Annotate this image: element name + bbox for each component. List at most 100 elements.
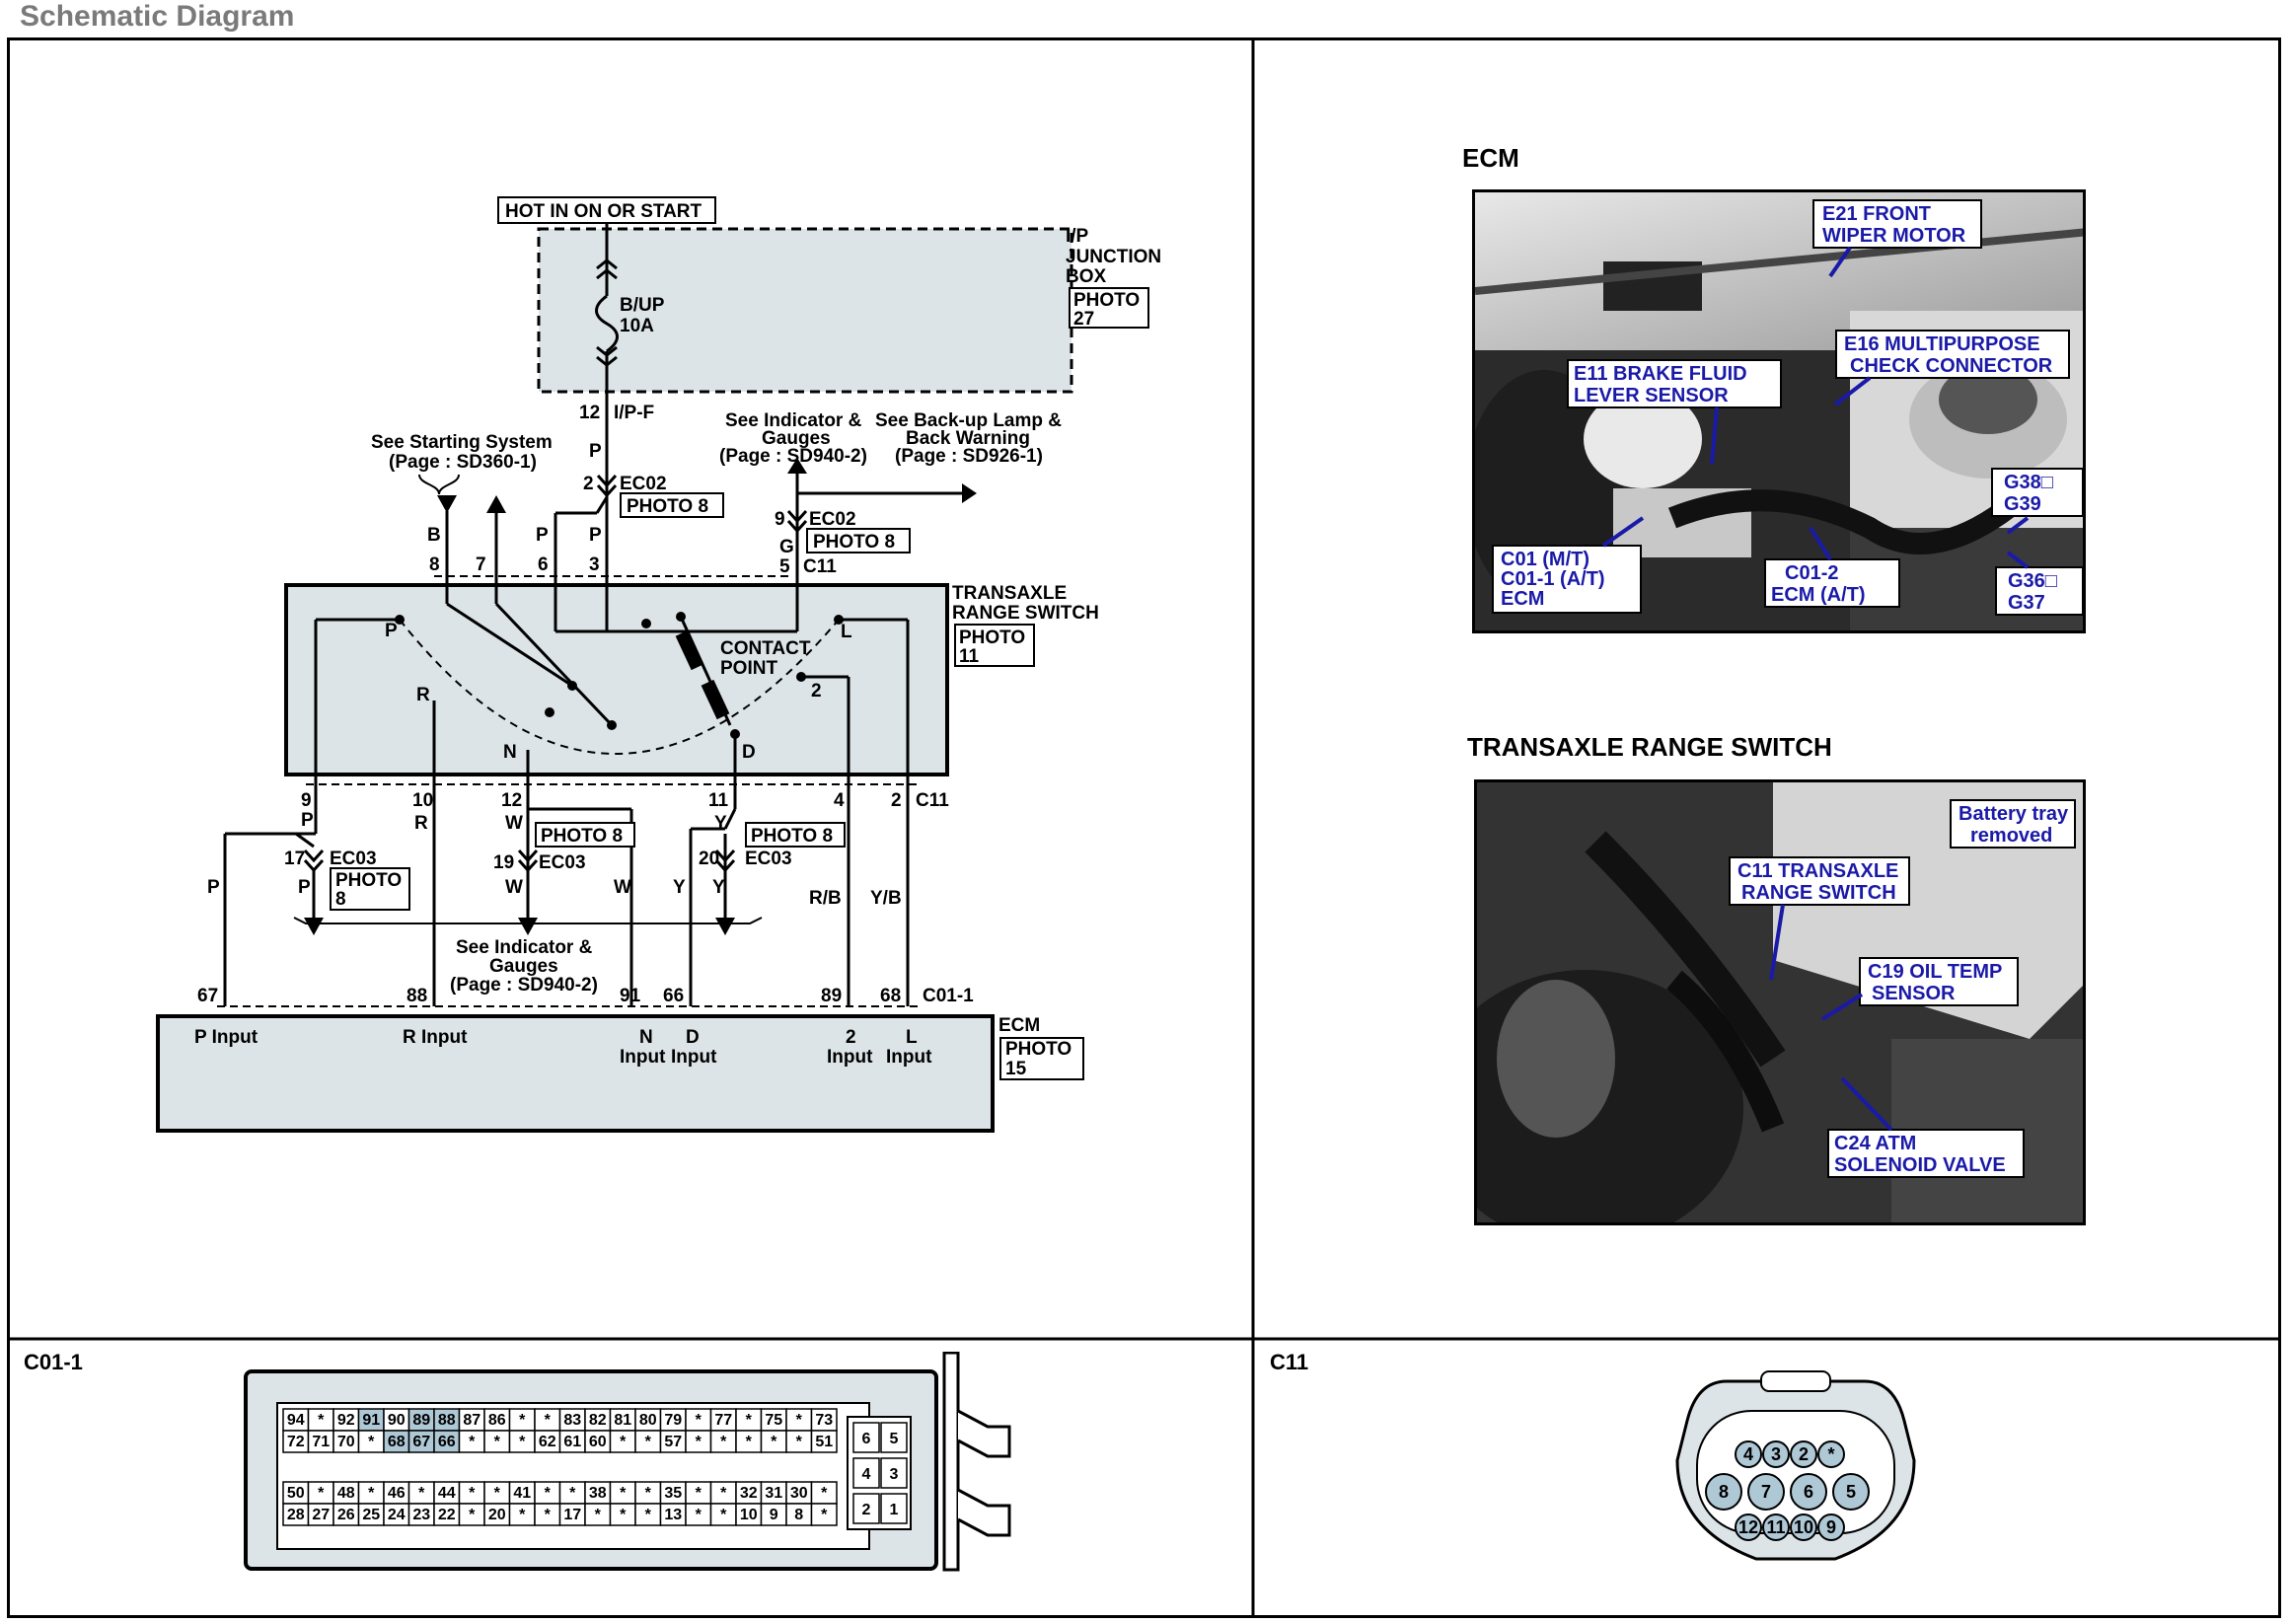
photo-ref: PHOTO 8 <box>541 826 623 847</box>
connector-title: C11 <box>1270 1350 1309 1374</box>
junction-box-label: JUNCTION <box>1066 247 1161 267</box>
connector-pin-number: 7 <box>1761 1482 1771 1502</box>
pin-label: 12 <box>579 403 600 423</box>
connector-pin-number: * <box>545 1485 552 1502</box>
connector-pin-number: 57 <box>664 1434 682 1450</box>
connector-pin-number: 72 <box>287 1434 305 1450</box>
connector-pin-number: 86 <box>488 1412 506 1429</box>
connector-pin-number: * <box>720 1507 727 1523</box>
wire-color: W <box>505 877 523 898</box>
connector-pin-number: 2 <box>862 1502 871 1518</box>
connector-pin-number: 10 <box>1794 1517 1813 1537</box>
connector-pin-number: 9 <box>1826 1517 1836 1537</box>
callout-label: SOLENOID VALVE <box>1834 1154 2006 1176</box>
connector-pin-number: * <box>469 1434 476 1450</box>
ecm-input-label: 2 <box>846 1027 856 1048</box>
callout-box <box>1950 799 2076 849</box>
wire-color: Y <box>714 813 727 834</box>
wire-color: R <box>414 813 428 834</box>
connector-pin-number: * <box>368 1434 375 1450</box>
connector-pin-number: 20 <box>488 1507 506 1523</box>
range-switch-location-photo: Battery tray removed C11 TRANSAXLE RANGE… <box>1474 779 2086 1225</box>
connector-pin-number: 89 <box>412 1412 430 1429</box>
connector-pin-number: 17 <box>563 1507 581 1523</box>
callout-label: G36□ <box>2008 570 2057 592</box>
pin-label: 3 <box>589 554 600 575</box>
pin-label: 8 <box>429 554 440 575</box>
callout-label: ECM <box>1501 588 1544 610</box>
connector-pin-number: * <box>318 1412 325 1429</box>
pin-label: 2 <box>891 790 902 811</box>
connector-label: EC03 <box>745 849 792 869</box>
connector-pin-number: * <box>720 1485 727 1502</box>
connector-label: C11 <box>803 556 837 577</box>
connector-pin-number: * <box>318 1485 325 1502</box>
ecm-input-label: L <box>906 1027 918 1048</box>
connector-pin-number: * <box>545 1412 552 1429</box>
component-label: ECM <box>998 1015 1040 1036</box>
connector-pin-number: 91 <box>362 1412 380 1429</box>
connector-pin-number: * <box>771 1434 777 1450</box>
callout-box <box>1995 566 2083 616</box>
connector-pin-number: 68 <box>388 1434 406 1450</box>
reference-note: Back Warning <box>906 428 1030 449</box>
connector-label: I/P-F <box>614 403 654 423</box>
connector-label: EC03 <box>539 852 586 873</box>
connector-pin-number: * <box>595 1507 602 1523</box>
connector-pin-number: 92 <box>337 1412 355 1429</box>
connector-pin-number: * <box>645 1507 652 1523</box>
connector-pin-number: 12 <box>1738 1517 1758 1537</box>
connector-pin-number: 6 <box>862 1431 871 1447</box>
callout-label: C01-1 (A/T) <box>1501 568 1605 590</box>
connector-pin-number: 41 <box>513 1485 531 1502</box>
photo-ref: PHOTO 8 <box>813 532 895 553</box>
pin-label: 7 <box>476 554 486 575</box>
connector-pin-number: 88 <box>438 1412 456 1429</box>
callout-label: G37 <box>2008 592 2045 614</box>
power-source-label: HOT IN ON OR START <box>505 201 702 222</box>
connector-pin-number: 90 <box>388 1412 406 1429</box>
reference-note: (Page : SD940-2) <box>450 975 598 996</box>
connector-pin-number: 2 <box>1799 1444 1809 1464</box>
callout-box <box>1827 1129 2025 1178</box>
reference-note: See Back-up Lamp & <box>875 410 1062 431</box>
connector-pin-number: 13 <box>664 1507 682 1523</box>
pin-label: 19 <box>493 852 514 873</box>
connector-pin <box>1735 1513 1762 1541</box>
photo-title: ECM <box>1462 143 1519 173</box>
wire-color: W <box>505 813 523 834</box>
photo-ref-box <box>535 822 635 848</box>
photo-ref: 27 <box>1073 309 1094 330</box>
photo-ref: 11 <box>959 646 980 667</box>
connector-pin-number: 5 <box>1846 1482 1856 1502</box>
component-label: TRANSAXLE <box>952 583 1067 604</box>
connector-pin-cell <box>880 1422 908 1453</box>
connector-pin <box>1790 1513 1817 1541</box>
pin-label: 12 <box>501 790 522 811</box>
photo-ref: PHOTO <box>335 870 402 891</box>
fuse-name: B/UP <box>620 295 665 316</box>
connector-pin-number: 51 <box>815 1434 833 1450</box>
connector-pin-cell <box>810 1503 838 1526</box>
callout-box <box>1729 856 1910 906</box>
connector-pin-number: * <box>519 1507 526 1523</box>
connector-pin-number: 8 <box>1719 1482 1729 1502</box>
callout-box <box>1492 545 1642 614</box>
connector-pin-number: 60 <box>589 1434 607 1450</box>
connector-pin-cell <box>810 1430 838 1453</box>
connector-pin-number: 44 <box>438 1485 456 1502</box>
reference-note: Gauges <box>489 956 558 977</box>
connector-pin-number: * <box>545 1507 552 1523</box>
connector-pin-number: * <box>796 1412 803 1429</box>
connector-pin-number: * <box>696 1507 702 1523</box>
ecm-box <box>156 1014 995 1133</box>
connector-pin-cell <box>880 1493 908 1524</box>
connector-pin-number: 83 <box>563 1412 581 1429</box>
ecm-input-label: N <box>639 1027 653 1048</box>
connector-pin-number: * <box>569 1485 576 1502</box>
switch-position: R <box>416 685 430 705</box>
connector-pin <box>1747 1473 1785 1511</box>
connector-pin-number: * <box>519 1412 526 1429</box>
connector-pin-cell <box>852 1457 880 1489</box>
connector-label: EC02 <box>809 509 856 530</box>
